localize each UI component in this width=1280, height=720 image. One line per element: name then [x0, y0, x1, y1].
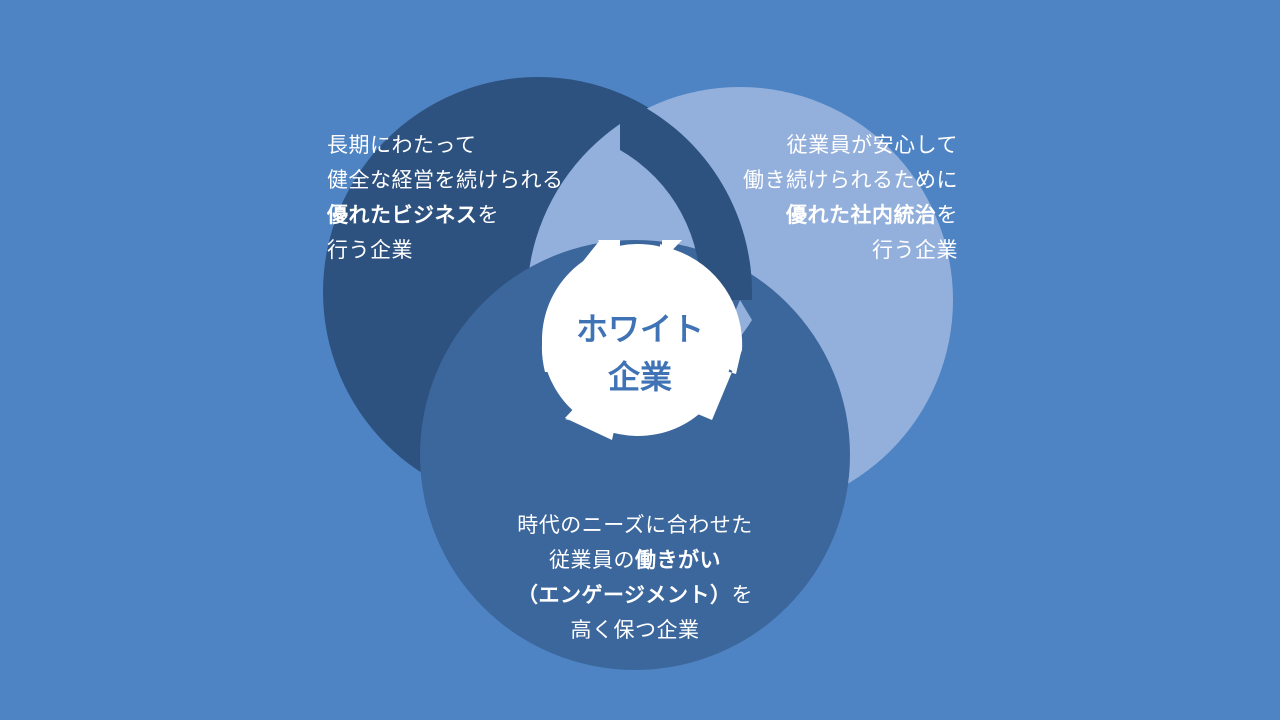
governance-line1: 従業員が安心して: [786, 133, 958, 157]
engagement-keyword: 働きがい: [635, 548, 721, 572]
engagement-line4: 高く保つ企業: [570, 618, 700, 642]
business-overlap-top: [620, 95, 753, 300]
governance-line3-suffix: を: [936, 203, 958, 227]
governance-description: 従業員が安心して 働き続けられるために 優れた社内統治を 行う企業: [700, 128, 958, 268]
engagement-description: 時代のニーズに合わせた 従業員の働きがい （エンゲージメント）を 高く保つ企業: [445, 508, 825, 648]
business-line4: 行う企業: [327, 238, 413, 262]
engagement-keyword-detail: （エンゲージメント）: [516, 583, 732, 607]
center-body: [542, 244, 734, 436]
governance-line2: 働き続けられるために: [743, 168, 958, 192]
business-line3-suffix: を: [477, 203, 499, 227]
business-line3: 優れたビジネスを: [327, 198, 564, 233]
center-title-line2: 企業: [607, 358, 672, 396]
engagement-line2-prefix: 従業員の: [549, 548, 635, 572]
engagement-line2: 従業員の働きがい: [445, 543, 825, 578]
center-title-line1: ホワイト: [575, 310, 704, 348]
business-line2: 健全な経営を続けられる: [327, 168, 564, 192]
business-keyword: 優れたビジネス: [327, 203, 478, 227]
business-line1: 長期にわたって: [327, 133, 477, 157]
engagement-line1: 時代のニーズに合わせた: [517, 513, 753, 537]
engagement-circle: [420, 240, 850, 670]
governance-line4: 行う企業: [872, 238, 958, 262]
engagement-line3: （エンゲージメント）を: [445, 578, 825, 613]
engagement-line3-suffix: を: [731, 583, 754, 607]
governance-line3: 優れた社内統治を: [700, 198, 958, 233]
business-description: 長期にわたって 健全な経営を続けられる 優れたビジネスを 行う企業: [327, 128, 564, 268]
governance-keyword: 優れた社内統治: [786, 203, 937, 227]
